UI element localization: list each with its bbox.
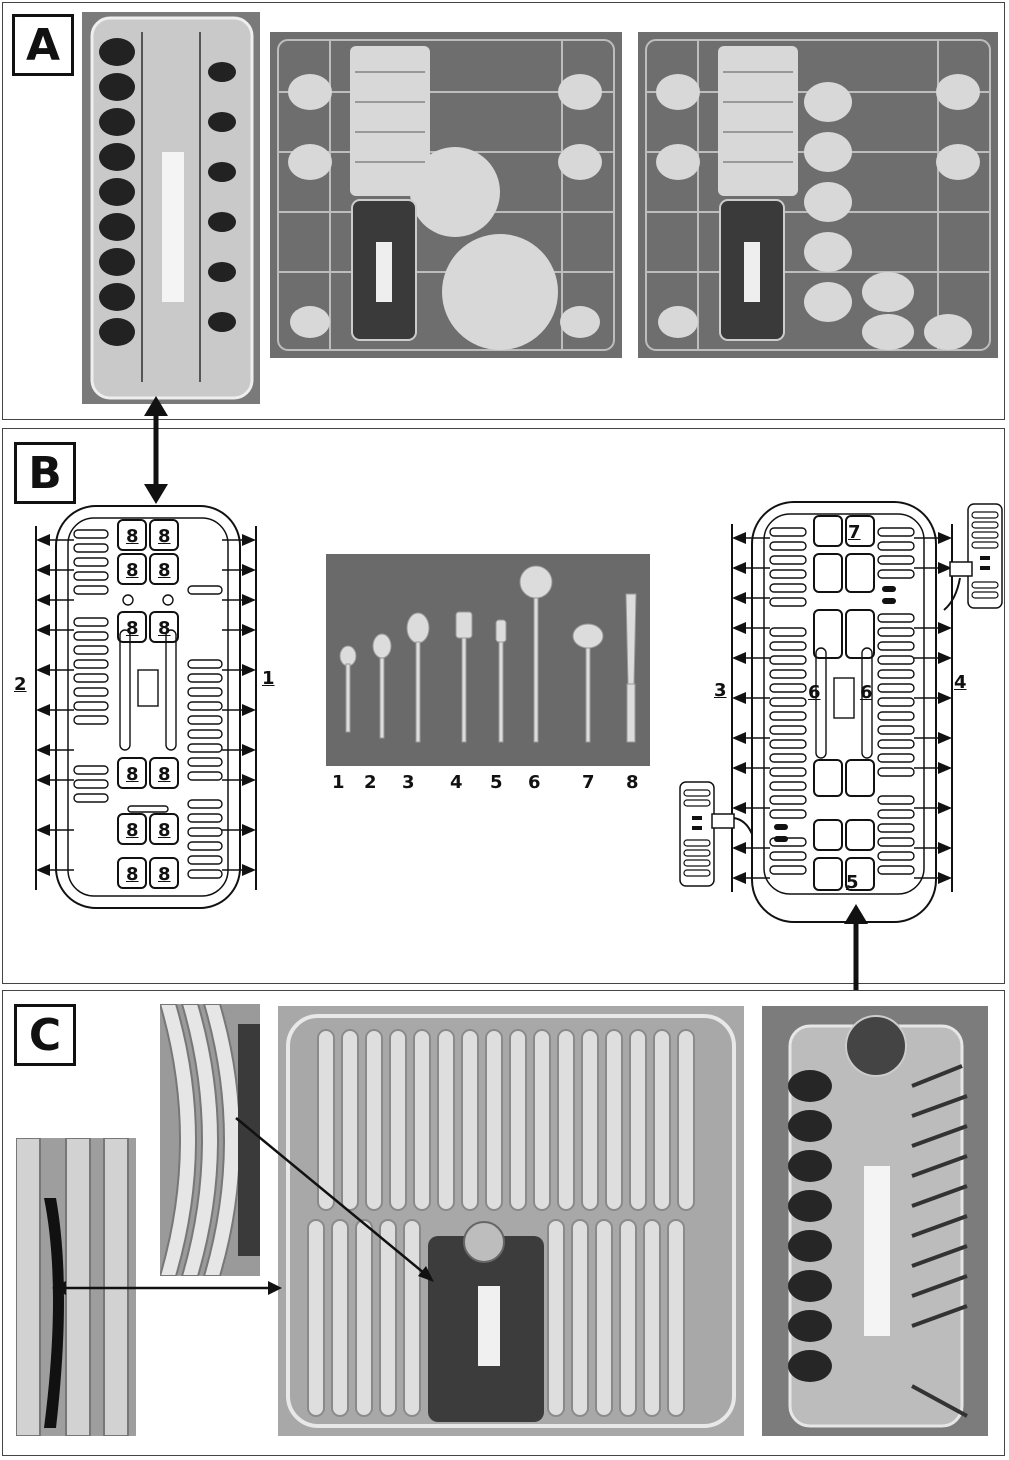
slot-label: 8 (126, 526, 139, 547)
cutlery-number-6: 6 (528, 772, 541, 793)
slot-label: 8 (126, 764, 139, 785)
cutlery-number-2: 2 (364, 772, 377, 793)
cutlery-grid-insert-icon (679, 781, 753, 887)
side-label-right: 4 (954, 672, 967, 693)
slot-label-bottom: 5 (846, 872, 859, 893)
cutlery-basket-diagram-right (731, 501, 953, 923)
cutlery-grid-insert-icon (943, 503, 1003, 611)
cutlery-basket-photo-a (82, 12, 260, 404)
slot-label: 8 (158, 560, 171, 581)
lower-rack-photo (278, 1006, 744, 1436)
slot-label: 8 (158, 864, 171, 885)
cutlery-number-4: 4 (450, 772, 463, 793)
cutlery-number-7: 7 (582, 772, 595, 793)
upper-rack-photo-1 (270, 32, 622, 358)
slot-label: 8 (126, 864, 139, 885)
upper-rack-photo-2 (638, 32, 998, 358)
plate-detail-photo-1 (160, 1004, 260, 1276)
slot-label: 8 (158, 820, 171, 841)
cutlery-items-photo (326, 554, 650, 766)
side-label-right: 1 (262, 668, 275, 689)
double-arrow-a-to-b (144, 396, 168, 504)
section-c-label: C (14, 1004, 76, 1066)
side-label-left: 2 (14, 674, 27, 695)
cutlery-number-3: 3 (402, 772, 415, 793)
side-label-left: 3 (714, 680, 727, 701)
center-label-right: 6 (860, 682, 873, 703)
section-b-label: B (14, 442, 76, 504)
slot-label: 8 (126, 618, 139, 639)
cutlery-number-5: 5 (490, 772, 503, 793)
cutlery-basket-photo-c (762, 1006, 988, 1436)
section-a-label: A (12, 14, 74, 76)
slot-label: 8 (158, 764, 171, 785)
cutlery-basket-diagram-left (35, 505, 257, 909)
slot-label: 8 (126, 560, 139, 581)
center-label-left: 6 (808, 682, 821, 703)
cutlery-number-8: 8 (626, 772, 639, 793)
slot-label: 8 (158, 618, 171, 639)
slot-label-top: 7 (848, 522, 861, 543)
cutlery-number-1: 1 (332, 772, 345, 793)
slot-label: 8 (126, 820, 139, 841)
slot-label: 8 (158, 526, 171, 547)
